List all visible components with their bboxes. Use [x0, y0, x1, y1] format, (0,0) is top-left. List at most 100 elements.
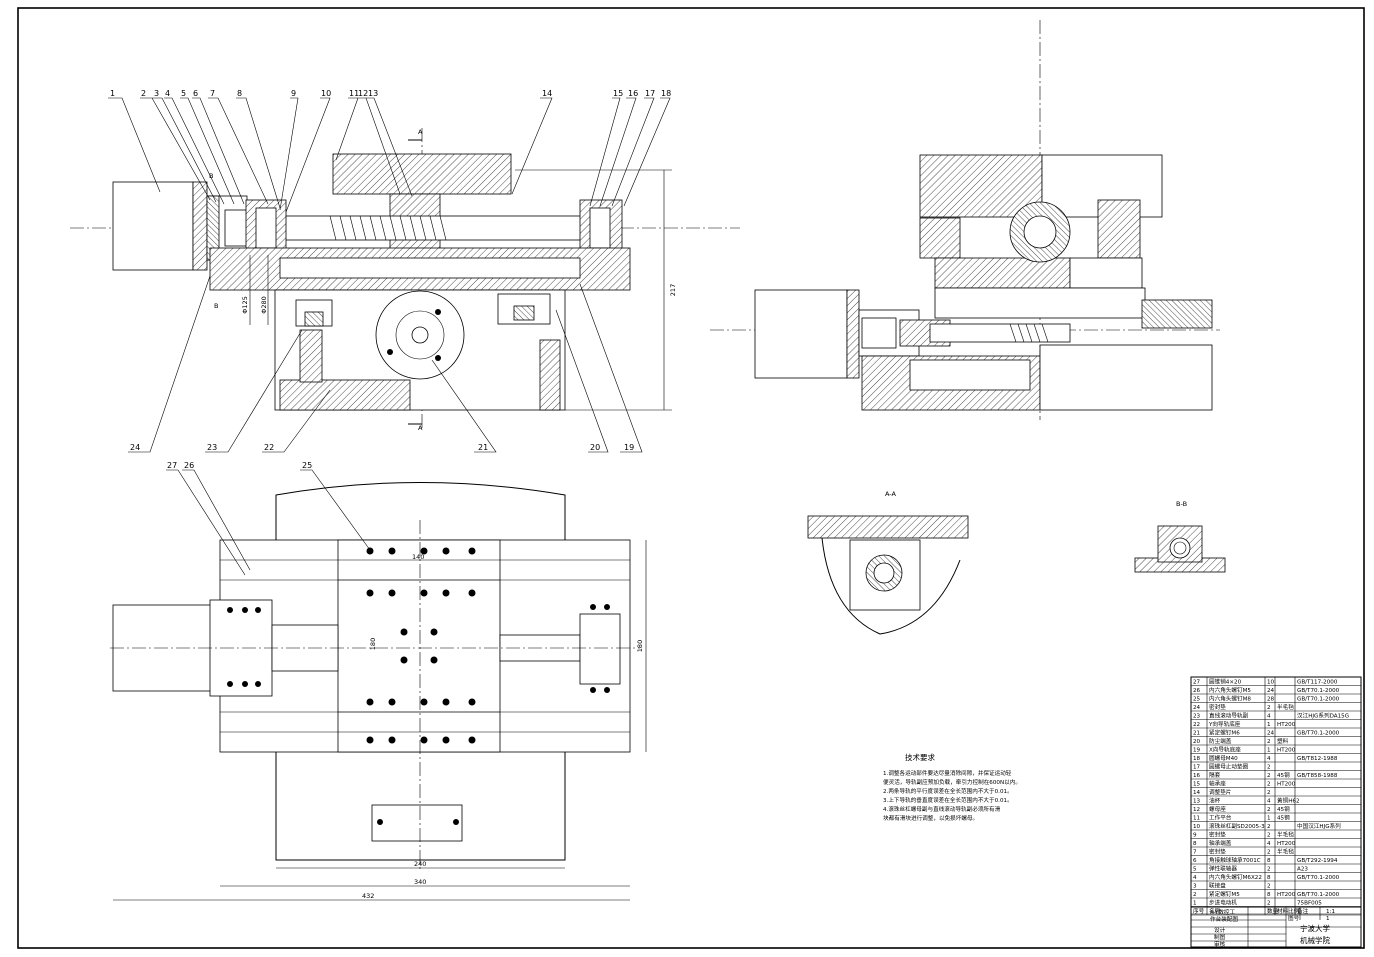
parts-cell: 汉江HJG系列DA15G — [1297, 712, 1349, 720]
parts-cell: A23 — [1297, 867, 1308, 873]
parts-cell: 2 — [1193, 892, 1197, 898]
balloon-25: 25 — [302, 461, 312, 470]
balloon-26: 26 — [184, 461, 194, 470]
parts-cell: HT200 — [1277, 722, 1296, 728]
cut-marker-b-top: B — [209, 172, 213, 180]
parts-cell: 防尘端盖 — [1209, 737, 1232, 745]
balloon-11: 11 — [349, 89, 359, 98]
parts-cell: 2 — [1267, 773, 1271, 779]
balloon-15: 15 — [613, 89, 623, 98]
dim-dia-125: Φ125 — [241, 296, 249, 314]
dim-240: 240 — [414, 860, 426, 868]
cut-marker-a-top: A — [418, 128, 423, 136]
school-name: 宁波大学 — [1300, 923, 1330, 933]
parts-cell: HT200 — [1277, 748, 1296, 754]
parts-cell: 28 — [1267, 697, 1275, 703]
parts-cell: 圆螺母止动垫圈 — [1209, 763, 1249, 771]
coupling — [224, 209, 248, 247]
dim-dia-280: Φ280 — [260, 296, 268, 314]
balloon-14: 14 — [542, 89, 552, 98]
note-line-1: 1.调整各运动部件要达尽量消除间隙，并保证运动轻 — [883, 769, 1012, 777]
parts-cell: 1 — [1267, 816, 1271, 822]
parts-cell: 7 — [1193, 850, 1197, 856]
cut-marker-a-bottom: A — [418, 424, 423, 432]
section-bb-label: B-B — [1176, 500, 1187, 508]
parts-cell: 圆螺母M40 — [1209, 754, 1238, 762]
parts-cell: 16 — [1193, 773, 1201, 779]
parts-header-cell: 数量 — [1267, 907, 1279, 915]
parts-cell: 8 — [1267, 892, 1271, 898]
parts-cell: 2 — [1267, 850, 1271, 856]
balloon-24: 24 — [130, 443, 140, 452]
parts-cell: HT200 — [1277, 841, 1296, 847]
balloon-22: 22 — [264, 443, 274, 452]
parts-header-cell: 名称 — [1209, 907, 1221, 915]
parts-header-cell: 备注 — [1297, 907, 1309, 915]
parts-cell: 2 — [1267, 833, 1271, 839]
parts-header-cell: 材料 — [1277, 907, 1289, 915]
note-line-6: 块都有滑块进行调整，以免损坏螺母。 — [883, 814, 978, 822]
parts-cell: GB/T70.1-2000 — [1297, 688, 1340, 694]
note-line-2: 便灵活，导轨副应预加负载，牵引力控制在600N以内。 — [883, 778, 1021, 786]
stepper-motor — [112, 181, 194, 271]
parts-cell: 1 — [1267, 748, 1271, 754]
title-block: X-Y数控工 作台装配图 比例 1:1 图号 1 设计 制图 审核 宁波大学 机… — [1190, 906, 1362, 948]
parts-cell: 24 — [1267, 731, 1275, 737]
parts-cell: 2 — [1267, 807, 1271, 813]
parts-cell: 4 — [1193, 875, 1197, 881]
dim-180-inner: 180 — [369, 638, 377, 650]
parts-cell: 45钢 — [1277, 771, 1290, 779]
parts-cell: 密封垫 — [1209, 831, 1226, 839]
parts-cell: GB/T812-1988 — [1297, 756, 1338, 762]
balloon-10: 10 — [321, 89, 331, 98]
balloon-19: 19 — [624, 443, 634, 452]
note-line-3: 2.两条导轨的平行度误差在全长范围内不大于0.01。 — [883, 787, 1013, 795]
parts-cell: 6 — [1193, 858, 1197, 864]
parts-cell: 2 — [1267, 739, 1271, 745]
work-table — [332, 153, 512, 195]
parts-cell: 1 — [1267, 722, 1271, 728]
parts-cell: 半毛毡 — [1277, 703, 1294, 711]
sign-row-review: 审核 — [1214, 940, 1226, 948]
side-table-left — [919, 154, 1043, 218]
parts-cell: 工作平台 — [1209, 814, 1232, 822]
side-section-view — [710, 20, 1220, 420]
parts-cell: 22 — [1193, 722, 1200, 728]
parts-cell: 4 — [1267, 714, 1271, 720]
parts-cell: 联接盘 — [1209, 882, 1226, 890]
note-line-5: 4.滚珠丝杠螺母副与直线滚动导轨副必须所有滑 — [883, 805, 1001, 813]
scale-value: 1:1 — [1326, 909, 1335, 915]
balloon-16: 16 — [628, 89, 638, 98]
parts-cell: 75BF005 — [1297, 901, 1322, 907]
technical-notes: 技术要求 1.调整各运动部件要达尽量消除间隙，并保证运动轻 便灵活，导轨副应预加… — [883, 752, 1021, 822]
section-aa-view: A-A — [807, 490, 969, 635]
parts-cell: 圆锥销4×20 — [1209, 678, 1242, 686]
balloon-21: 21 — [478, 443, 488, 452]
parts-cell: 2 — [1267, 790, 1271, 796]
parts-cell: 紧定螺钉M5 — [1209, 890, 1240, 898]
parts-cell: 黄铜H62 — [1277, 797, 1300, 805]
parts-header-cell: 序号 — [1193, 907, 1205, 915]
parts-cell: 塑料 — [1277, 737, 1289, 745]
balloon-leaders-bottom: 24 23 22 21 20 19 — [128, 275, 643, 453]
balloon-4: 4 — [165, 89, 170, 98]
parts-cell: 油杯 — [1209, 797, 1221, 805]
parts-cell: 步进电动机 — [1209, 899, 1237, 907]
parts-cell: 2 — [1267, 884, 1271, 890]
balloon-17: 17 — [645, 89, 655, 98]
note-line-4: 3.上下导轨的垂直度误差在全长范围内不大于0.01。 — [883, 796, 1013, 804]
sign-row-drafting: 制图 — [1214, 933, 1226, 941]
plan-y-bearing-block — [371, 804, 463, 842]
front-section-view: 217 Φ125 Φ280 A A B B — [70, 128, 740, 432]
parts-cell: 14 — [1193, 790, 1201, 796]
parts-cell: 8 — [1193, 841, 1197, 847]
plan-work-table — [337, 539, 501, 753]
parts-cell: 25 — [1193, 697, 1201, 703]
college-name: 机械学院 — [1300, 935, 1330, 945]
parts-cell: Y向导轨底座 — [1208, 720, 1241, 728]
parts-cell: 弹性联轴器 — [1209, 865, 1237, 873]
parts-cell: 轴承座 — [1209, 780, 1226, 788]
balloon-9: 9 — [291, 89, 296, 98]
ball-screw — [259, 215, 601, 241]
